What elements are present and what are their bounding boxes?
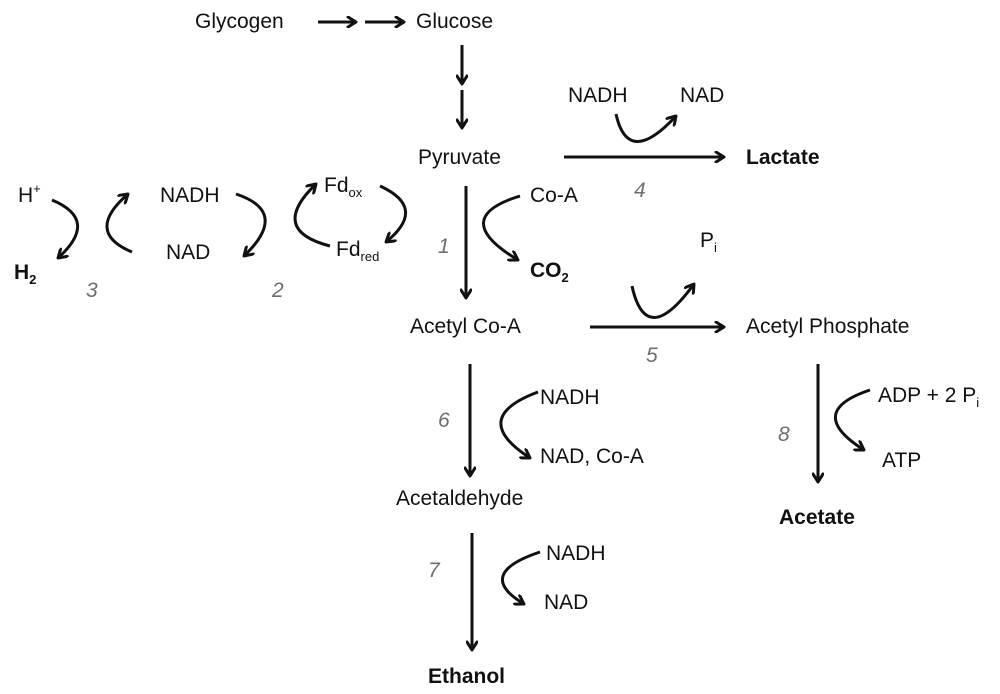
h-plus-label: H+ [18, 181, 41, 207]
arrow-nadh-nad-7 [501, 550, 541, 604]
nad-7-label: NAD [544, 591, 589, 614]
nadh-lactate-label: NADH [568, 84, 628, 107]
arrow-nadh-nad-2 [235, 192, 267, 256]
glucose-label: Glucose [416, 10, 494, 33]
reaction-number-6: 6 [438, 409, 450, 432]
reaction-number-2: 2 [272, 279, 284, 302]
atp-label: ATP [882, 449, 922, 472]
reaction-number-8: 8 [778, 423, 790, 446]
arrow-nadh-nad-4 [614, 113, 676, 143]
arrow-coa-co2 [482, 194, 521, 260]
reaction-number-1: 1 [438, 235, 450, 258]
acetyl-phosphate-label: Acetyl Phosphate [746, 315, 910, 338]
reaction-number-5: 5 [646, 344, 658, 367]
nadh-7-label: NADH [546, 542, 606, 565]
glycogen-label: Glycogen [195, 10, 284, 33]
pi-label: Pi [700, 229, 717, 255]
acetaldehyde-label: Acetaldehyde [396, 487, 524, 510]
arrow-adp-atp [833, 388, 871, 450]
nad-lactate-label: NAD [680, 84, 725, 107]
reaction-number-3: 3 [86, 279, 98, 302]
lactate-label: Lactate [746, 146, 820, 169]
coa-label: Co-A [530, 184, 578, 207]
nad-coa-6-label: NAD, Co-A [540, 445, 644, 468]
arrow-nadh-nad-6 [499, 390, 539, 458]
nadh-left-label: NADH [160, 184, 220, 207]
acetate-label: Acetate [779, 506, 855, 529]
acetyl-coa-label: Acetyl Co-A [410, 315, 521, 338]
fd-ox-label: Fdox [324, 174, 363, 200]
arrow-nad-nadh-3 [105, 194, 133, 254]
nad-left-label: NAD [166, 241, 211, 264]
pyruvate-label: Pyruvate [418, 146, 501, 169]
reaction-number-7: 7 [428, 559, 440, 582]
arrow-fdred-fdox-2 [293, 184, 331, 248]
co2-label: CO2 [530, 259, 569, 285]
reaction-number-4: 4 [634, 179, 646, 202]
h2-label: H2 [14, 261, 37, 287]
arrow-h-h2 [51, 198, 79, 258]
fd-red-label: Fdred [336, 238, 380, 264]
nadh-6-label: NADH [540, 386, 600, 409]
arrow-fdox-fdred [379, 184, 407, 242]
ethanol-label: Ethanol [428, 665, 505, 688]
adp-pi-label: ADP + 2 Pi [878, 384, 980, 410]
arrow-pi-5 [630, 284, 694, 319]
